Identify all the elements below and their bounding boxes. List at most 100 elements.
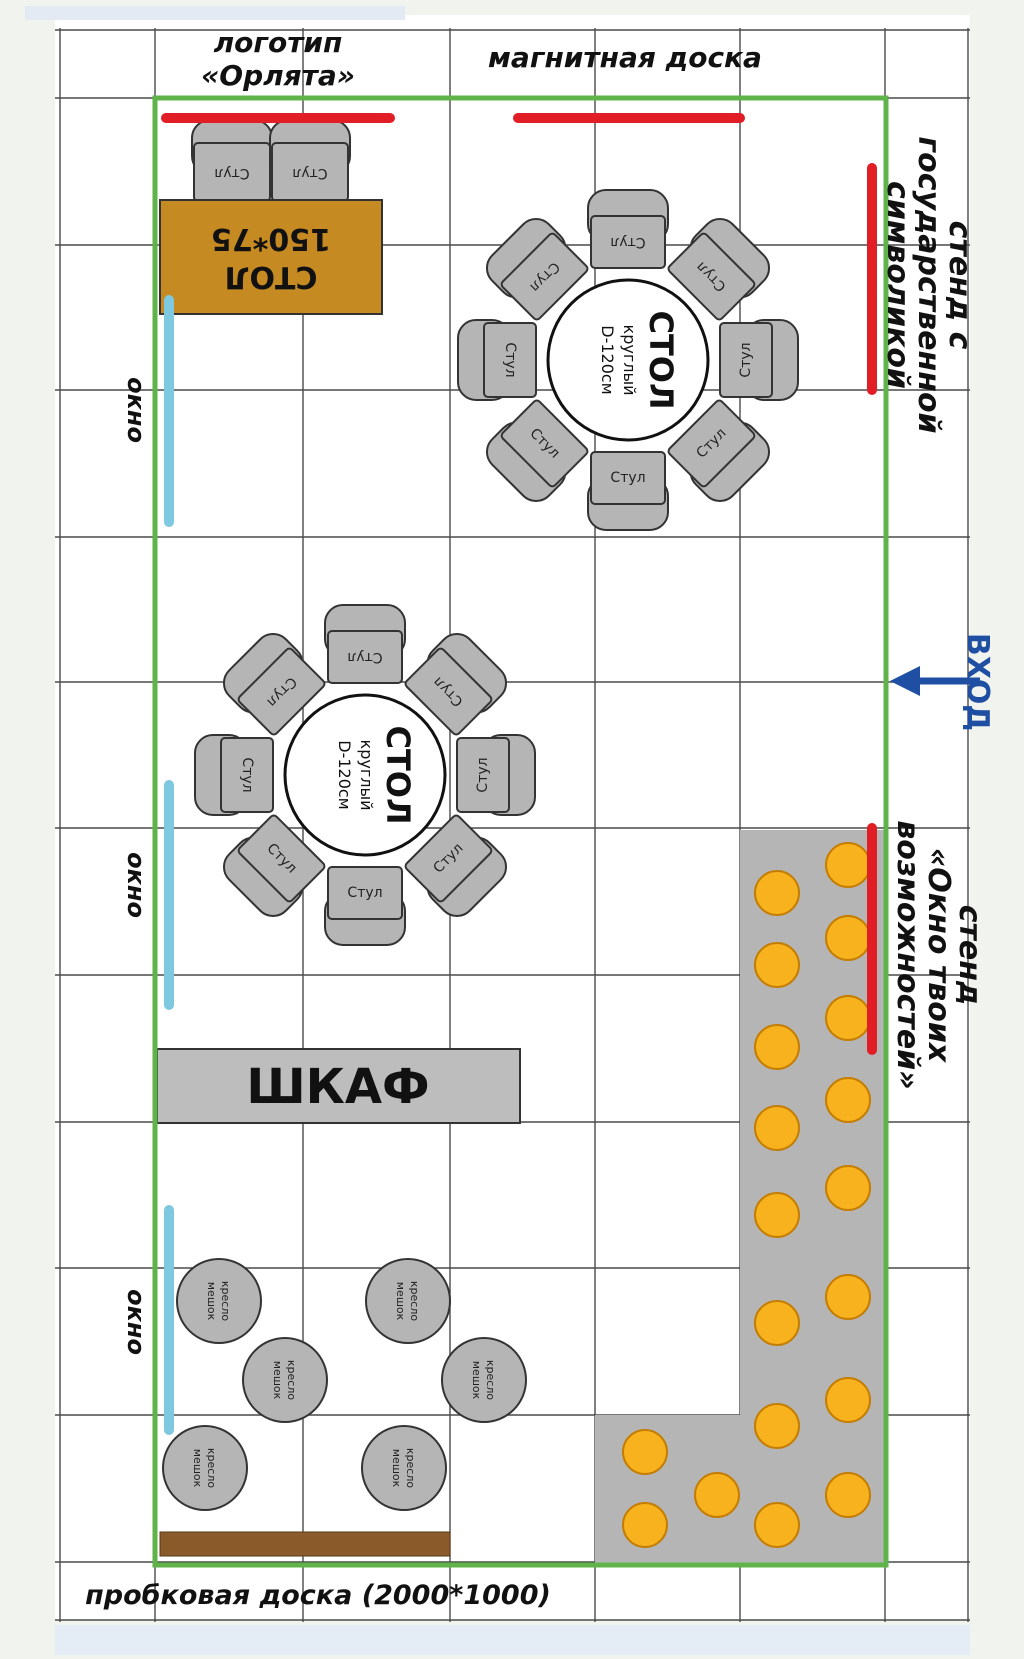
chair-label: Стул [610, 470, 645, 486]
chair-label: Стул [239, 757, 255, 792]
chair: Стул [457, 319, 537, 401]
beanbag-label: мешок [394, 1282, 407, 1321]
audience-seat [825, 1377, 871, 1423]
room-wall [152, 95, 889, 1568]
round-table-type: круглый [357, 740, 376, 811]
window-label-2: окно [122, 852, 150, 918]
chair: Стул [485, 217, 589, 321]
round-table-size: D-120см [598, 325, 617, 395]
audience-seat [622, 1502, 668, 1548]
chair: Стул [324, 866, 406, 946]
audience-seat [754, 1105, 800, 1151]
stand-opportunities-label-line1: стенд [952, 905, 987, 1005]
beanbag-label: кресло [408, 1281, 421, 1321]
chair-label: Стул [610, 234, 645, 250]
audience-seat [825, 842, 871, 888]
arrow-left-icon [890, 666, 980, 696]
audience-seat [825, 1165, 871, 1211]
chair: Стул [485, 399, 589, 503]
chair: Стул [667, 217, 771, 321]
round-table [283, 693, 447, 857]
chair: Стул [269, 119, 351, 202]
chair: Стул [194, 734, 274, 816]
audience-seat [825, 995, 871, 1041]
bottom-tint [55, 1625, 970, 1655]
magnetic-board-label: магнитная доска [488, 41, 762, 74]
chair: Стул [456, 734, 536, 816]
rect-table-size: 150*75 [211, 221, 331, 256]
audience-seat [754, 1502, 800, 1548]
beanbag-label: кресло [404, 1448, 417, 1488]
audience-seat [754, 870, 800, 916]
chair: Стул [587, 451, 669, 531]
beanbag-label: мешок [271, 1361, 284, 1400]
wardrobe [156, 1048, 521, 1124]
audience-seat [754, 942, 800, 988]
chair: Стул [404, 814, 508, 918]
stand-symbols-label-line3: символикой [880, 181, 915, 389]
logo-label-line2: «Орлята» [201, 59, 355, 92]
cork-board-label: пробковая доска (2000*1000) [85, 1580, 551, 1611]
beanbag-label: кресло [484, 1360, 497, 1400]
rect-table-label: СТОЛ [225, 259, 318, 294]
stand-opportunities-label-line2: «Окно твоих [921, 848, 956, 1064]
stand-opportunities-label-line3: возможностей» [890, 820, 925, 1089]
chair: Стул [667, 399, 771, 503]
audience-seat [825, 1472, 871, 1518]
audience-seat [754, 1024, 800, 1070]
audience-seat [754, 1403, 800, 1449]
round-table-group: СтулСтулСтулСтулСтулСтулСтулСтулСТОЛкруг… [457, 189, 799, 531]
chair-label: Стул [738, 342, 754, 377]
audience-seat [622, 1429, 668, 1475]
wardrobe-label: ШКАФ [246, 1059, 429, 1115]
chair-label: Стул [502, 342, 518, 377]
round-table-group: СтулСтулСтулСтулСтулСтулСтулСтулСТОЛкруг… [194, 604, 536, 946]
beanbag-label: мешок [191, 1449, 204, 1488]
round-table-label: СТОЛ [642, 310, 680, 409]
chair: Стул [587, 189, 669, 269]
beanbag-label: кресло [219, 1281, 232, 1321]
beanbag-label: мешок [205, 1282, 218, 1321]
window-label-1: окно [122, 377, 150, 443]
chair: Стул [222, 814, 326, 918]
beanbag-label: кресло [205, 1448, 218, 1488]
audience-seat [754, 1300, 800, 1346]
top-tint [25, 6, 405, 20]
rect-table [159, 199, 383, 315]
chair-label: Стул [475, 757, 491, 792]
beanbag-label: мешок [390, 1449, 403, 1488]
chair: Стул [191, 119, 273, 202]
round-table-label: СТОЛ [379, 725, 417, 824]
audience-seat [754, 1192, 800, 1238]
chair-label: Стул [292, 165, 327, 181]
chair: Стул [324, 604, 406, 684]
stand-symbols-label-line1: стенд с [942, 221, 977, 350]
chair: Стул [719, 319, 799, 401]
logo-label-line1: логотип [214, 26, 343, 59]
stand-symbols-label-line2: государственной [911, 136, 946, 433]
chair: Стул [222, 632, 326, 736]
chair: Стул [404, 632, 508, 736]
beanbag-label: мешок [470, 1361, 483, 1400]
cork-board [159, 1531, 451, 1557]
chair-label: Стул [347, 649, 382, 665]
audience-seat [825, 1077, 871, 1123]
round-table [546, 278, 710, 442]
audience-area [595, 830, 885, 1565]
entrance-label: ВХОД [960, 633, 995, 731]
audience-seat [825, 915, 871, 961]
round-table-size: D-120см [335, 740, 354, 810]
beanbag-label: кресло [285, 1360, 298, 1400]
audience-seat [694, 1472, 740, 1518]
window-label-3: окно [122, 1289, 150, 1355]
audience-seat [825, 1274, 871, 1320]
